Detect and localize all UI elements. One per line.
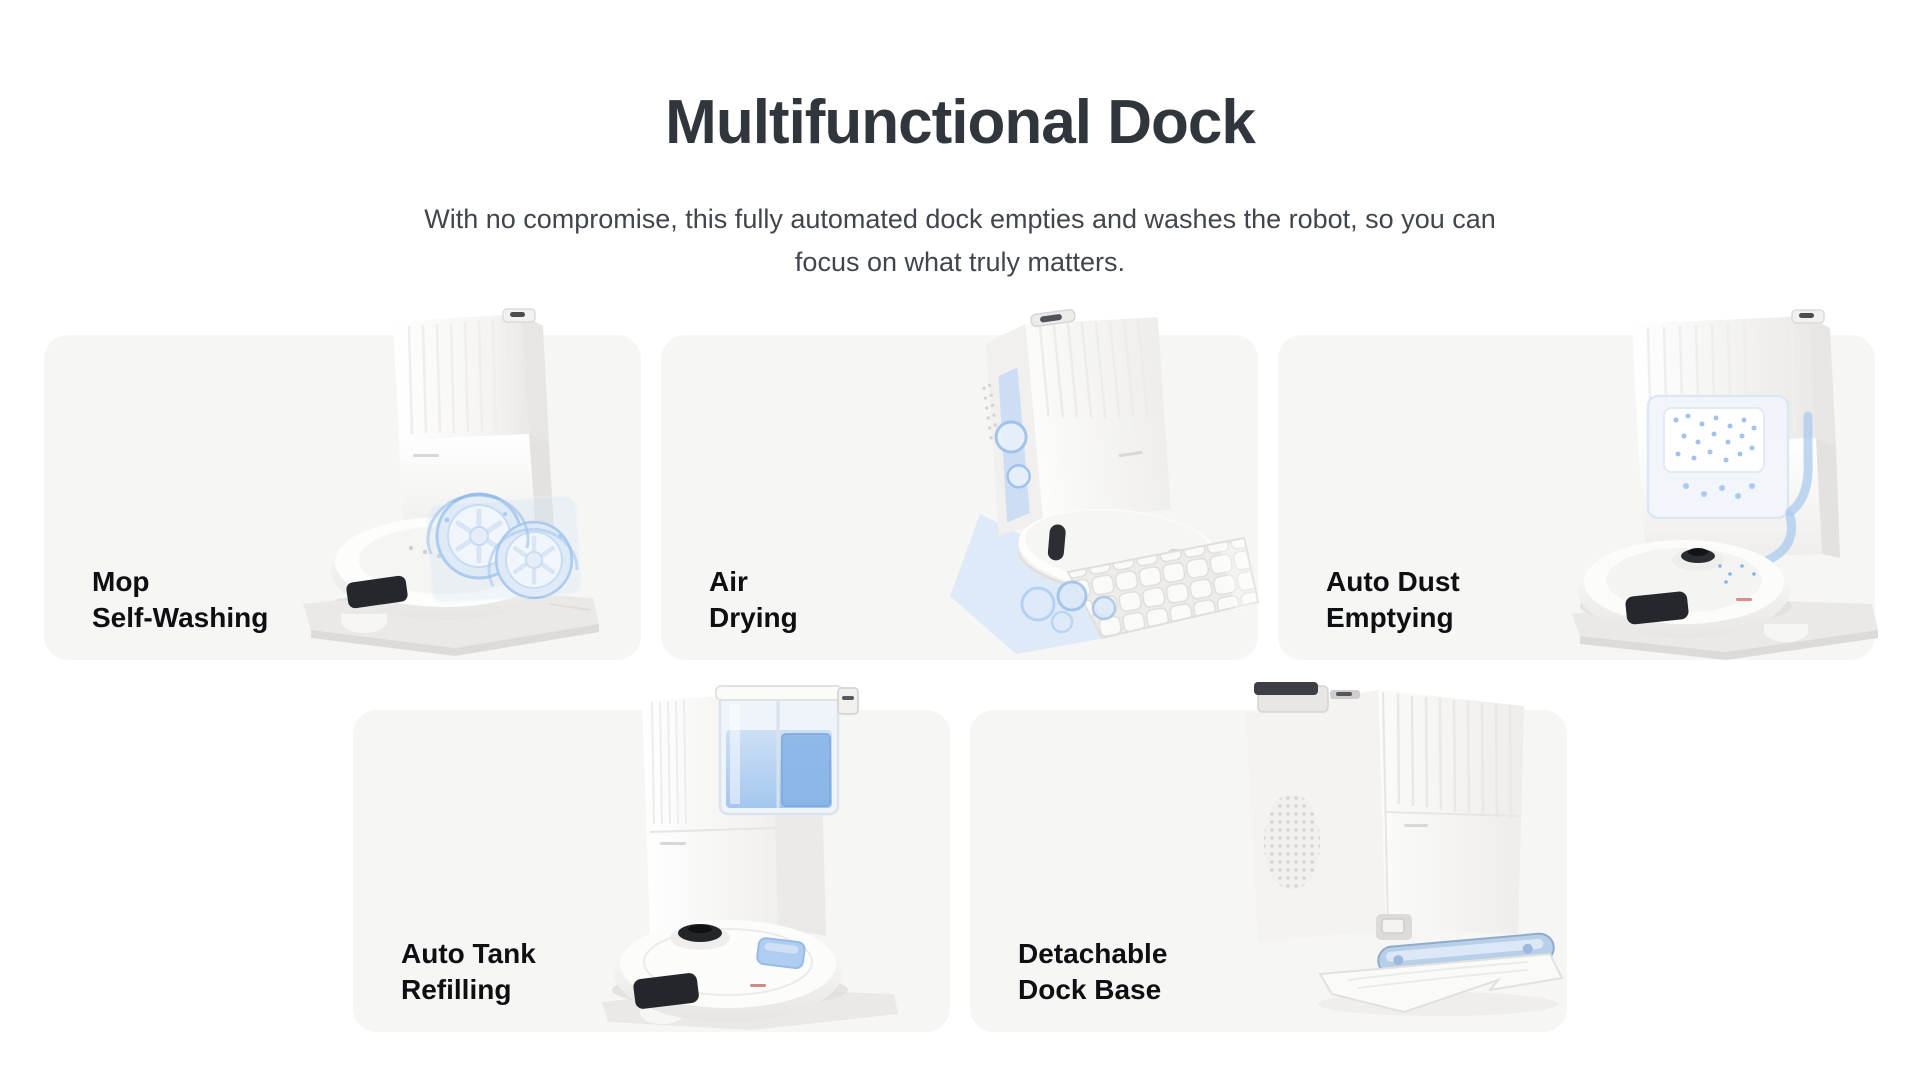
- feature-label-mop-self-washing: Mop Self-Washing: [92, 564, 268, 636]
- tilted-dock-drying-mop-mat-image: [920, 308, 1260, 658]
- feature-label-auto-tank-refilling: Auto Tank Refilling: [401, 936, 536, 1008]
- tilted-dock-drying-mop-mat-illustration: [950, 308, 1260, 654]
- feature-label-line: Self-Washing: [92, 602, 269, 633]
- feature-label-line: Detachable: [1018, 938, 1168, 969]
- dock-washing-robot-mop-pads-image: [297, 308, 607, 660]
- feature-card-air-drying: Air Drying: [661, 308, 1260, 660]
- feature-label-detachable-dock-base: Detachable Dock Base: [1018, 936, 1167, 1008]
- feature-label-line: Dock Base: [1018, 974, 1162, 1005]
- dock-dust-window-with-robot-image: [1568, 308, 1888, 660]
- feature-card-detachable-dock-base: Detachable Dock Base: [970, 682, 1567, 1032]
- feature-label-line: Mop: [92, 566, 150, 597]
- dock-water-tank-with-robot-illustration: [602, 685, 898, 1030]
- feature-label-air-drying: Air Drying: [709, 564, 798, 636]
- subtitle-line-1: With no compromise, this fully automated…: [424, 204, 1496, 234]
- feature-card-auto-tank-refilling: Auto Tank Refilling: [353, 685, 950, 1032]
- feature-label-line: Auto Dust: [1326, 566, 1460, 597]
- subtitle-line-2: focus on what truly matters.: [794, 247, 1126, 277]
- dock-washing-robot-mop-pads-illustration: [303, 308, 599, 656]
- page-title: Multifunctional Dock: [665, 88, 1256, 157]
- dock-dust-window-with-robot-illustration: [1572, 309, 1878, 660]
- feature-label-auto-dust-emptying: Auto Dust Emptying: [1326, 564, 1460, 636]
- dock-with-detached-base-tray-image: [1228, 682, 1568, 1032]
- dock-with-detached-base-tray-illustration: [1246, 682, 1564, 1016]
- feature-label-line: Air: [709, 566, 748, 597]
- feature-card-auto-dust-emptying: Auto Dust Emptying: [1278, 309, 1878, 660]
- feature-card-mop-self-washing: Mop Self-Washing: [44, 308, 641, 660]
- feature-label-line: Auto Tank: [401, 938, 536, 969]
- dock-water-tank-with-robot-image: [600, 684, 900, 1032]
- feature-label-line: Refilling: [401, 974, 512, 1005]
- page-subtitle: With no compromise, this fully automated…: [0, 198, 1920, 284]
- feature-label-line: Emptying: [1326, 602, 1454, 633]
- feature-label-line: Drying: [709, 602, 798, 633]
